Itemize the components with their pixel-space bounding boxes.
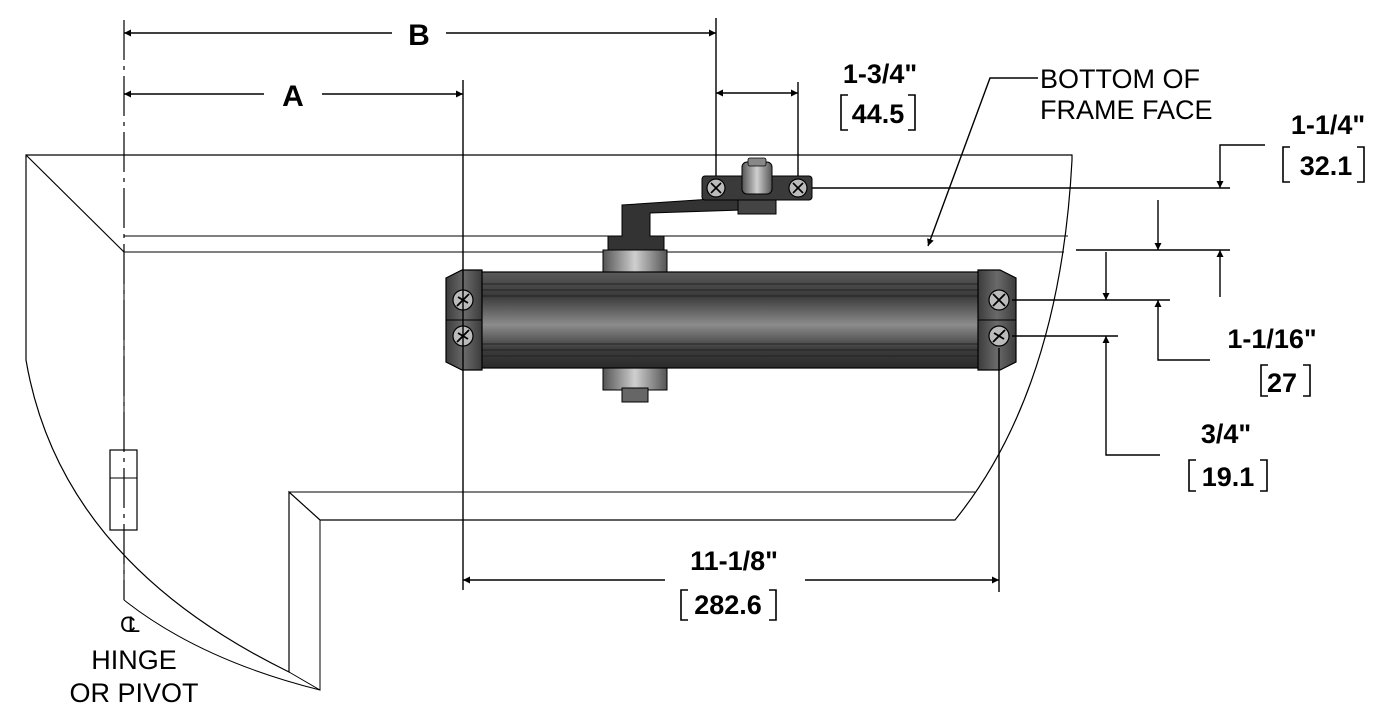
screw-spacing-inch: 3/4" [1201,419,1251,449]
body-length-inch: 11-1/8" [690,546,778,576]
top-pinion [602,249,668,273]
body-offset-inch: 1-1/16" [1227,324,1316,354]
hinge-label-line2: OR PIVOT [69,678,198,708]
dimension-body-length: 11-1/8" 282.6 [463,348,1000,621]
dimension-body-offset: 1-1/16" 27 [1012,200,1317,398]
frame-face-line1: BOTTOM OF [1040,64,1200,94]
body-offset-mm: 27 [1267,368,1297,398]
dimension-screw-spacing: 3/4" 19.1 [1012,335,1268,492]
closer-body [445,269,1017,371]
frame-face-line2: FRAME FACE [1040,95,1213,125]
bottom-pinion [602,365,668,403]
frame-face-callout: BOTTOM OF FRAME FACE [927,64,1213,247]
arm-spacing-mm: 44.5 [852,99,905,129]
centerline-symbol: CL [120,612,140,637]
dimension-frame-offset: 1-1/4" 32.1 [812,110,1365,297]
dimension-b: B [124,18,717,176]
hinge-label-line1: HINGE [91,645,177,675]
arm-spacing-inch: 1-3/4" [843,59,917,89]
hinge-label: CL HINGE OR PIVOT [69,612,198,708]
dim-a-label: A [282,80,304,113]
dim-b-label: B [408,19,430,52]
screw-spacing-mm: 19.1 [1202,462,1255,492]
dimension-a: A [124,80,464,590]
dimension-arm-spacing: 1-3/4" 44.5 [716,59,917,176]
frame-offset-inch: 1-1/4" [1291,110,1365,140]
door-frame-outline [25,154,1073,691]
body-length-mm: 282.6 [694,590,762,620]
frame-offset-mm: 32.1 [1300,151,1353,181]
